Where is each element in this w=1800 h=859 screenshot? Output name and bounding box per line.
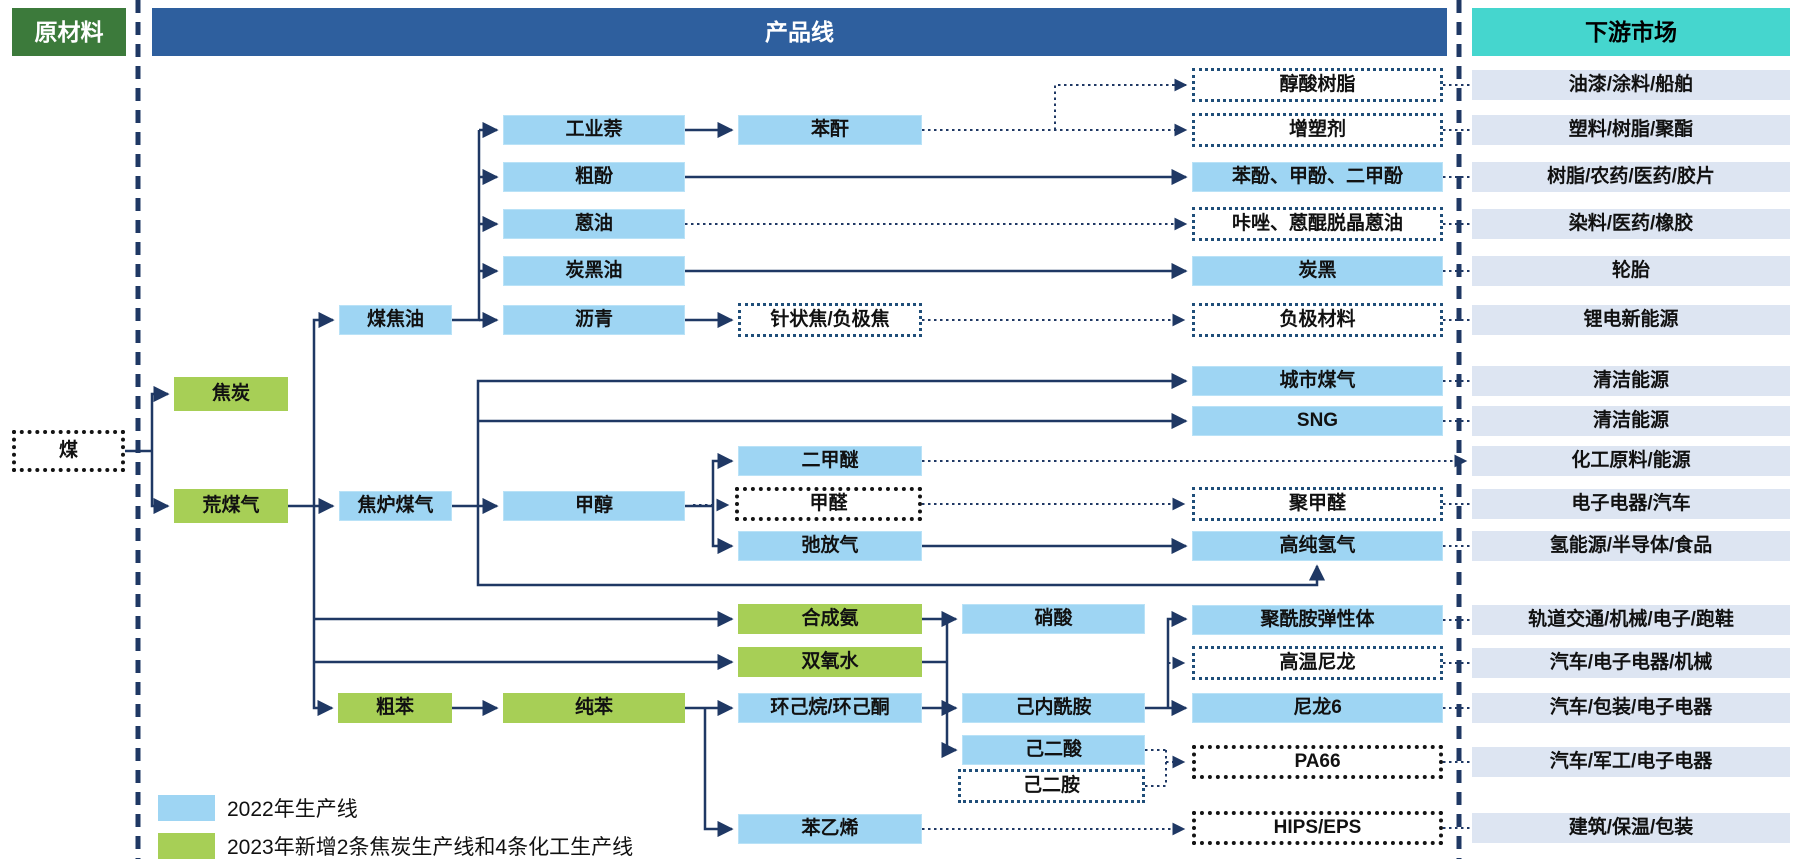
node-coke: 焦炭 (174, 377, 288, 411)
legend-label: 2022年生产线 (227, 798, 358, 821)
edge-cokeovengas-hydrogen (476, 506, 1326, 587)
legend-item-2023: 2023年新增2条焦炭生产线和4条化工生产线 (158, 831, 633, 859)
market-row: 树脂/农药/医药/胶片 (1472, 162, 1790, 192)
node-carbazole-oil: 咔唑、蒽醌脱晶蒽油 (1192, 207, 1443, 241)
market-row: 化工原料/能源 (1472, 446, 1790, 476)
node-alkyd-resin: 醇酸树脂 (1192, 68, 1443, 102)
edge-anhydride-alkyd (1054, 78, 1188, 130)
legend-swatch-blue (158, 795, 215, 821)
market-row: 建筑/保温/包装 (1472, 813, 1790, 843)
node-coke-oven-gas: 焦炉煤气 (339, 491, 452, 521)
node-phthalic-anhydride: 苯酐 (738, 115, 922, 145)
market-row: 清洁能源 (1472, 366, 1790, 396)
dotted-connectors (685, 78, 1472, 836)
node-high-temp-nylon: 高温尼龙 (1192, 646, 1443, 680)
node-polyamide-elastomer: 聚酰胺弹性体 (1192, 605, 1443, 635)
node-pure-benzene: 纯苯 (503, 693, 685, 723)
node-coal: 煤 (12, 430, 125, 472)
edge-caprolactam-elastomer (1166, 610, 1188, 708)
node-needle-coke: 针状焦/负极焦 (738, 303, 922, 337)
edge-branch-crudebenzene (312, 506, 334, 717)
node-formaldehyde: 甲醛 (735, 487, 922, 521)
market-row: 油漆/涂料/船舶 (1472, 70, 1790, 100)
edge-purebenzene-styrene (703, 708, 734, 838)
node-plasticizer: 增塑剂 (1192, 113, 1443, 147)
node-cyclohexane: 环己烷/环己酮 (738, 693, 922, 723)
node-crude-benzene: 粗苯 (338, 693, 452, 723)
header-raw-materials: 原材料 (12, 8, 126, 56)
node-styrene: 苯乙烯 (738, 814, 922, 844)
column-dividers (135, 0, 1462, 859)
legend-item-2022: 2022年生产线 (158, 793, 358, 823)
node-industrial-naphthalene: 工业萘 (503, 115, 685, 145)
node-pitch: 沥青 (503, 305, 685, 335)
market-row: 轮胎 (1472, 256, 1790, 286)
node-hydrogen-peroxide: 双氧水 (738, 647, 922, 677)
node-anode-material: 负极材料 (1192, 303, 1443, 337)
legend-label: 2023年新增2条焦炭生产线和4条化工生产线 (227, 836, 634, 859)
market-row: 汽车/电子电器/机械 (1472, 648, 1790, 678)
market-row: 汽车/军工/电子电器 (1472, 747, 1790, 777)
edge-cokeovengas-citygas (476, 372, 1188, 506)
node-pom: 聚甲醛 (1192, 487, 1443, 521)
market-row: 锂电新能源 (1472, 305, 1790, 335)
edge-coal-rawgas (150, 451, 170, 515)
node-crude-phenol: 粗酚 (503, 162, 685, 192)
edge-coal-coke (150, 385, 170, 451)
node-caprolactam: 己内酰胺 (962, 693, 1145, 723)
edge-coaltar-stem (452, 130, 481, 322)
legend-swatch-green (158, 833, 215, 859)
node-purge-gas: 弛放气 (738, 531, 922, 561)
market-row: 清洁能源 (1472, 406, 1790, 436)
header-downstream-market: 下游市场 (1472, 8, 1790, 56)
node-synthetic-ammonia: 合成氨 (738, 604, 922, 634)
solid-connectors (125, 121, 1326, 838)
node-adipic-acid: 己二酸 (962, 735, 1145, 765)
node-raw-coal-gas: 荒煤气 (174, 489, 288, 523)
node-carbon-black: 炭黑 (1192, 256, 1443, 286)
market-row: 轨道交通/机械/电子/跑鞋 (1472, 605, 1790, 635)
node-hexanediamine: 己二胺 (958, 769, 1145, 803)
market-row: 电子电器/汽车 (1472, 489, 1790, 519)
node-hips-eps: HIPS/EPS (1192, 811, 1443, 845)
node-methanol: 甲醇 (503, 491, 685, 521)
market-row: 汽车/包装/电子电器 (1472, 693, 1790, 723)
node-city-gas: 城市煤气 (1192, 366, 1443, 396)
node-coal-tar: 煤焦油 (339, 305, 452, 335)
node-phenols: 苯酚、甲酚、二甲酚 (1192, 162, 1443, 192)
market-row: 塑料/树脂/聚酯 (1472, 115, 1790, 145)
market-row: 氢能源/半导体/食品 (1472, 531, 1790, 561)
node-nylon6: 尼龙6 (1192, 693, 1443, 723)
node-high-purity-hydrogen: 高纯氢气 (1192, 531, 1443, 561)
node-carbon-black-oil: 炭黑油 (503, 256, 685, 286)
node-anthracene-oil: 蒽油 (503, 209, 685, 239)
node-nitric-acid: 硝酸 (962, 604, 1145, 634)
node-sng: SNG (1192, 406, 1443, 436)
edge-methanol-purgegas (711, 506, 734, 555)
node-dme: 二甲醚 (738, 446, 922, 476)
header-product-line: 产品线 (152, 8, 1447, 56)
edge-branch-coaltar (312, 311, 335, 506)
market-row: 染料/医药/橡胶 (1472, 209, 1790, 239)
node-pa66: PA66 (1192, 745, 1443, 779)
edge-methanol-dme (711, 452, 734, 506)
